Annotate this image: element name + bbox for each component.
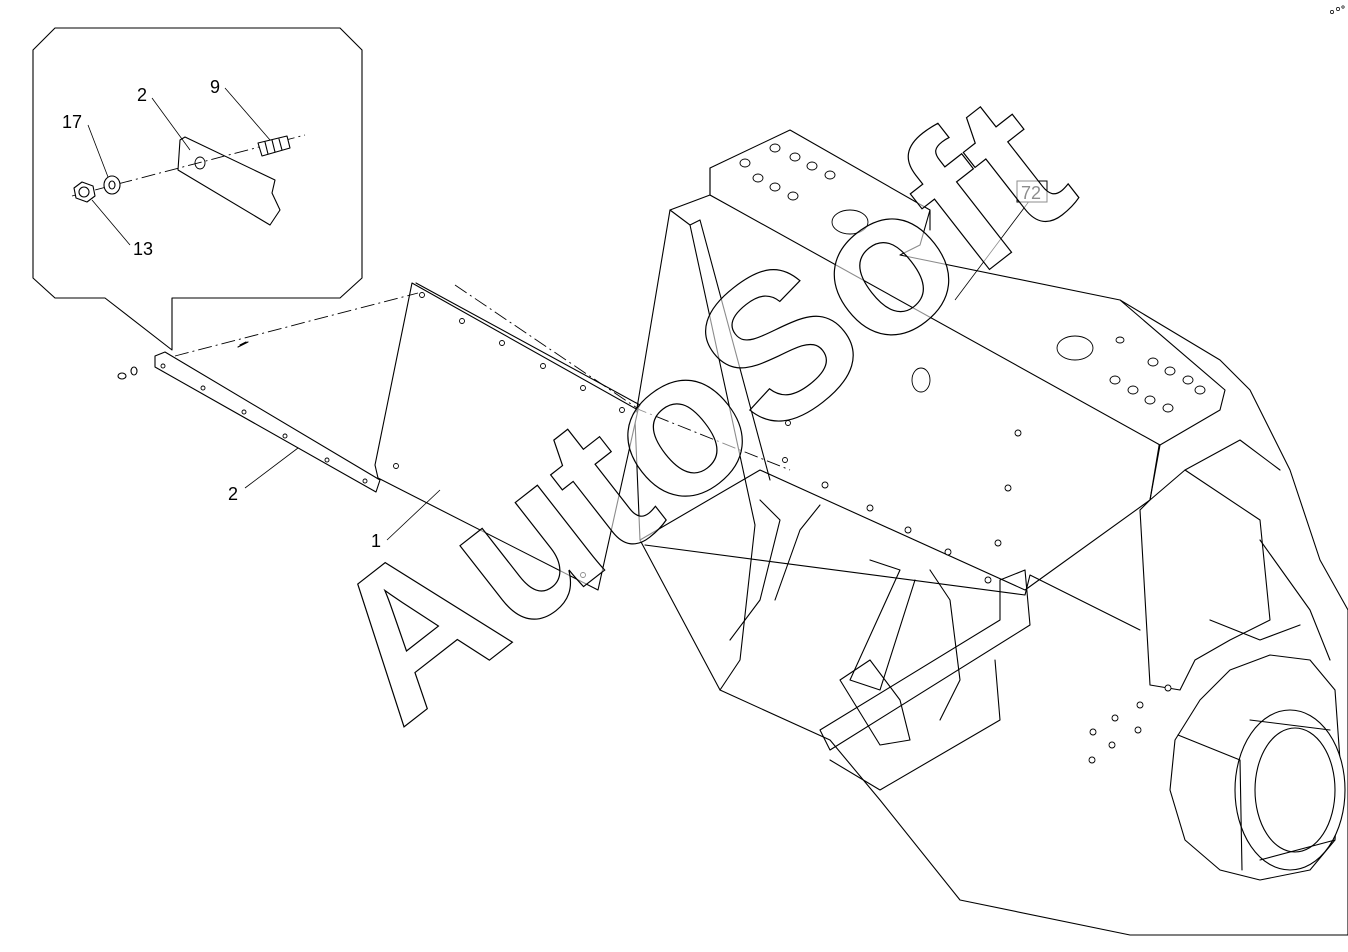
- top-plate-holes: [739, 143, 1206, 764]
- label-72-box: [1016, 180, 1048, 203]
- label-17: 17: [62, 112, 82, 132]
- assembly-line-upper: [174, 292, 419, 357]
- label-9: 9: [210, 77, 220, 97]
- leader-1: [386, 489, 441, 541]
- label-2-detail: 2: [137, 85, 147, 105]
- detail-callout: [32, 27, 363, 351]
- washer: [103, 175, 121, 195]
- mounting-strip: [117, 341, 381, 493]
- vehicle-frame: [634, 129, 1348, 936]
- label-13: 13: [133, 239, 153, 259]
- label-1: 1: [371, 531, 381, 551]
- assembly-line-lower: [454, 284, 791, 471]
- label-2-main: 2: [228, 484, 238, 504]
- stud-bolt: [257, 135, 291, 157]
- label-72: 72: [1021, 183, 1041, 203]
- cover-panel: [374, 282, 791, 591]
- corner-mark-icon: [1330, 5, 1345, 14]
- nut: [73, 181, 96, 203]
- leader-2: [244, 447, 299, 489]
